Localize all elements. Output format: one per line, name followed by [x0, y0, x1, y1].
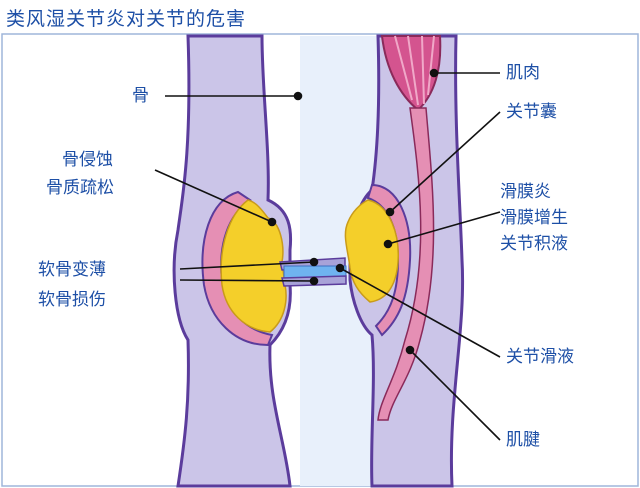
label-tendon: 肌腱 [506, 430, 540, 450]
label-joint-effusion: 关节积液 [500, 234, 568, 254]
label-joint-capsule: 关节囊 [506, 102, 557, 122]
right-synovium [344, 199, 399, 303]
label-cartilage-thinning: 软骨变薄 [38, 260, 106, 280]
label-synovitis: 滑膜炎 [500, 182, 551, 202]
muscle-fibers [394, 35, 435, 106]
label-bone-erosion: 骨侵蚀 [62, 150, 113, 170]
label-cartilage-damage: 软骨损伤 [38, 290, 106, 310]
label-muscle: 肌肉 [506, 63, 540, 83]
label-osteoporosis: 骨质疏松 [46, 178, 114, 198]
label-synovial-fluid: 关节滑液 [506, 347, 574, 367]
left-synovium [220, 199, 287, 333]
leader-lines [154, 68, 501, 441]
label-synovial-hyperplasia: 滑膜增生 [500, 208, 568, 228]
page-title: 类风湿关节炎对关节的危害 [6, 8, 247, 30]
label-bone: 骨 [132, 86, 149, 106]
